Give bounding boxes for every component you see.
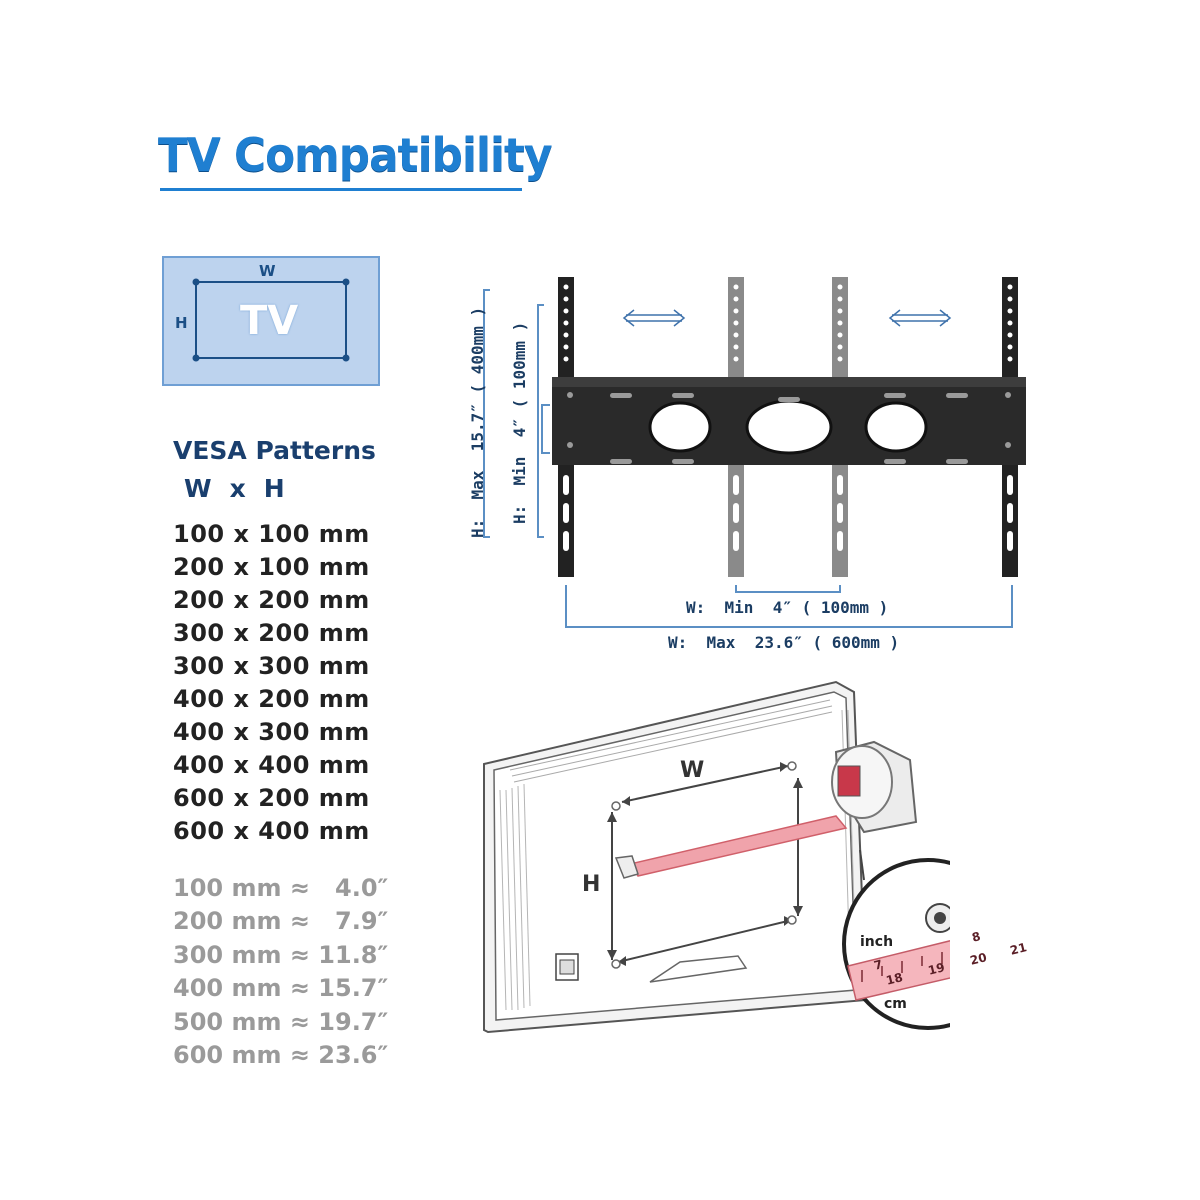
tv-back-illustration: [483, 680, 950, 1034]
vesa-pattern: 400 x 400 mm: [173, 751, 370, 779]
conversion-row: 200 mm ≈ 7.9″: [173, 907, 389, 936]
conversion-row: 600 mm ≈ 23.6″: [173, 1040, 389, 1069]
mm-inch-conversion-list: 100 mm ≈ 4.0″ 200 mm ≈ 7.9″ 300 mm ≈ 11.…: [173, 872, 388, 1072]
arm-holes: [563, 284, 1013, 551]
w-max-bracket: [565, 585, 1013, 628]
tape-cm-tick: 21: [1008, 940, 1029, 958]
h-min-bracket: [537, 304, 544, 538]
tape-cm-label: cm: [884, 996, 907, 1012]
conversion-row: 400 mm ≈ 15.7″: [173, 974, 389, 1003]
adjust-arrow-right: [888, 309, 952, 327]
vesa-pattern: 300 x 200 mm: [173, 619, 370, 647]
vesa-pattern: 400 x 300 mm: [173, 718, 370, 746]
page-title: TV Compatibility: [158, 128, 552, 182]
zoom-tape: [847, 940, 950, 1001]
wall-plate: [552, 377, 1026, 465]
conversion-row: 300 mm ≈ 11.8″: [173, 940, 389, 969]
vesa-pattern: 200 x 100 mm: [173, 553, 370, 581]
tape-inch-tick: 8: [970, 929, 982, 945]
vesa-w-label: W: [184, 474, 212, 503]
tv-vent-top: [509, 699, 833, 783]
conversion-row: 500 mm ≈ 19.7″: [173, 1007, 389, 1036]
tv-icon-label: TV: [240, 298, 299, 344]
adjust-arrow-left: [622, 309, 686, 327]
h-max-bracket: [483, 289, 490, 538]
conversion-row: 100 mm ≈ 4.0″: [173, 874, 389, 902]
vesa-h-label: H: [263, 474, 285, 503]
w-min-bracket: [735, 585, 841, 593]
tape-cm-tick: 20: [968, 950, 989, 968]
vesa-pattern-list: 100 x 100 mm 200 x 100 mm 200 x 200 mm 3…: [173, 518, 370, 848]
vesa-pattern: 300 x 300 mm: [173, 652, 370, 680]
mount-bracket-diagram: [483, 277, 1026, 628]
vesa-measure-arrows: [607, 762, 803, 966]
vesa-pattern: 200 x 200 mm: [173, 586, 370, 614]
tv-icon-frame: [192, 278, 350, 362]
tape-measure-housing: [831, 740, 918, 834]
title-underline: [160, 188, 522, 191]
vesa-pattern: 100 x 100 mm: [173, 520, 370, 548]
tv-icon-box: [162, 256, 380, 386]
tv-vent-left: [499, 783, 531, 1011]
tv-back-h-label: H: [582, 872, 601, 897]
vesa-measure-lines: [611, 765, 799, 963]
vesa-mount-holes: [611, 761, 797, 969]
tv-icon-w-label: W: [259, 262, 276, 280]
vesa-x-label: x: [229, 474, 246, 503]
vesa-pattern: 400 x 200 mm: [173, 685, 370, 713]
tv-icon-h-label: H: [175, 314, 188, 332]
tv-back-w-label: W: [680, 758, 705, 783]
vesa-pattern: 600 x 400 mm: [173, 817, 370, 845]
h-min-inner-bracket: [541, 404, 550, 454]
h-max-label: H: Max 15.7″ ( 400mm ): [468, 306, 487, 538]
w-min-label: W: Min 4″ ( 100mm ): [686, 598, 889, 617]
tape-inch-label: inch: [860, 934, 894, 950]
vesa-heading: VESA Patterns: [173, 436, 376, 465]
vesa-pattern: 600 x 200 mm: [173, 784, 370, 812]
w-max-label: W: Max 23.6″ ( 600mm ): [668, 633, 900, 652]
h-min-label: H: Min 4″ ( 100mm ): [510, 321, 529, 524]
